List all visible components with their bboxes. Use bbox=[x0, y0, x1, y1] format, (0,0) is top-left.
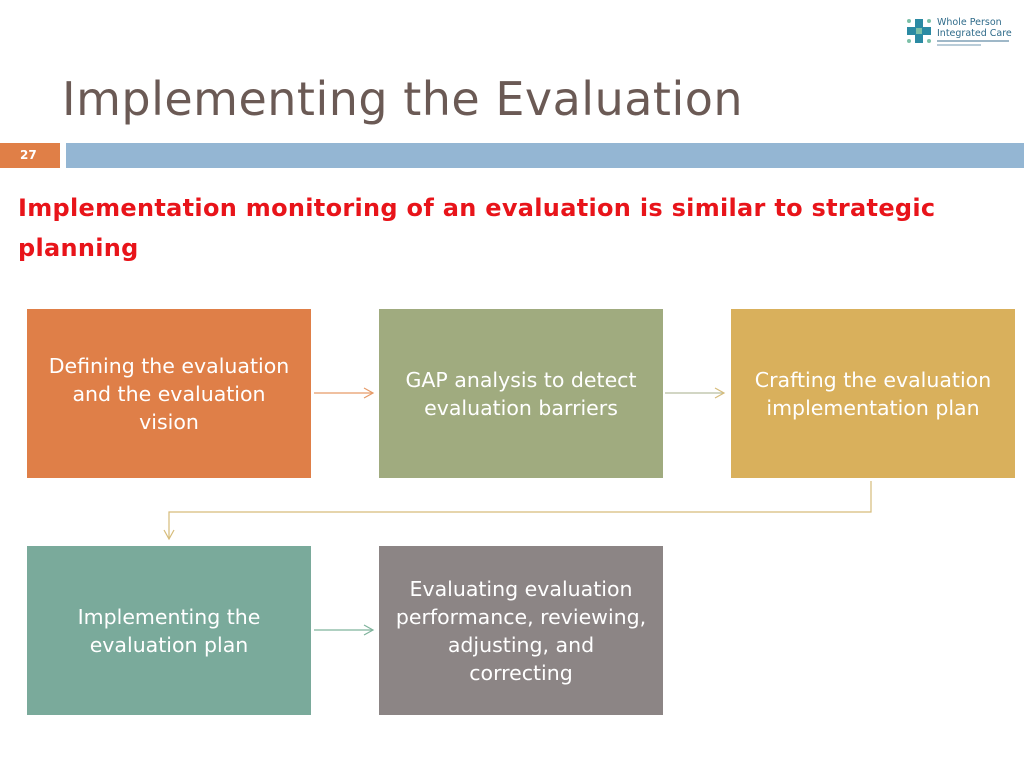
logo-line2: Integrated Care bbox=[937, 28, 1012, 39]
process-step-evaluating: Evaluating evaluation performance, revie… bbox=[379, 546, 663, 715]
logo-text: Whole Person Integrated Care bbox=[937, 17, 1012, 39]
process-step-gap-analysis: GAP analysis to detect evaluation barrie… bbox=[379, 309, 663, 478]
logo-tagline-bar bbox=[937, 44, 981, 46]
process-step-label: Defining the evaluation and the evaluati… bbox=[48, 353, 290, 434]
slide-subtitle: Implementation monitoring of an evaluati… bbox=[18, 194, 936, 262]
logo-cross-icon bbox=[907, 19, 931, 43]
logo-line1: Whole Person bbox=[937, 17, 1002, 28]
process-step-label: Evaluating evaluation performance, revie… bbox=[395, 576, 647, 685]
title-accent-bar bbox=[66, 143, 1024, 168]
process-step-label: GAP analysis to detect evaluation barrie… bbox=[405, 367, 637, 420]
slide-title: Implementing the Evaluation bbox=[62, 72, 744, 126]
whole-person-integrated-care-logo: Whole Person Integrated Care bbox=[904, 16, 1016, 50]
page-number-badge: 27 bbox=[0, 143, 60, 168]
process-step-crafting: Crafting the evaluation implementation p… bbox=[731, 309, 1015, 478]
process-step-label: Crafting the evaluation implementation p… bbox=[754, 367, 992, 420]
process-step-implementing: Implementing the evaluation plan bbox=[27, 546, 311, 715]
logo-tagline-bar bbox=[937, 40, 1009, 42]
process-step-defining: Defining the evaluation and the evaluati… bbox=[27, 309, 311, 478]
process-step-label: Implementing the evaluation plan bbox=[77, 604, 261, 657]
page-number: 27 bbox=[20, 148, 37, 162]
arrow-step3-to-step4 bbox=[163, 481, 872, 541]
